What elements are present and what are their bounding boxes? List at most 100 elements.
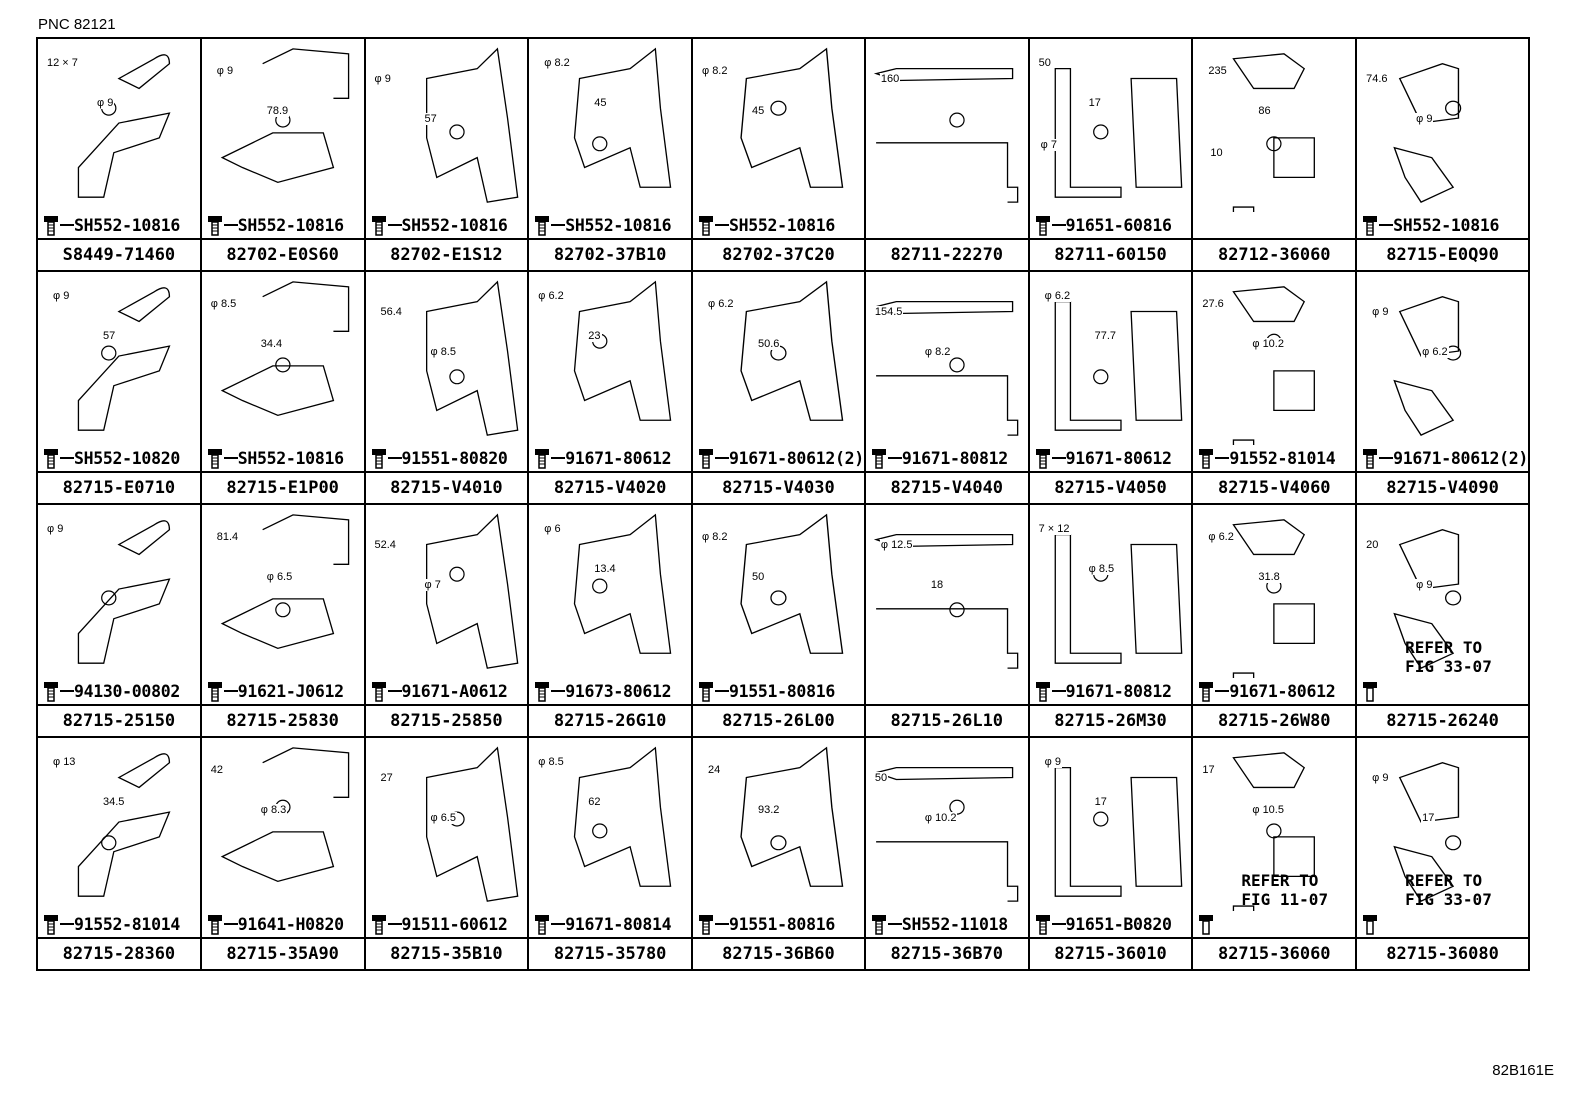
part-number[interactable]: 82715-V4020 [529, 471, 691, 503]
part-number[interactable]: 82715-25830 [201, 704, 364, 736]
part-number[interactable]: 82715-36080 [1357, 937, 1528, 969]
dimension-label: 34.4 [259, 338, 284, 350]
part-number[interactable]: 82715-36060 [1193, 937, 1356, 969]
part-number[interactable]: 82715-V4040 [865, 471, 1028, 503]
dimension-label: 42 [209, 764, 224, 776]
part-number[interactable]: 82711-22270 [865, 238, 1028, 270]
part-number[interactable]: 82715-25850 [365, 704, 528, 736]
fastener-number: 91671-A0612 [401, 681, 508, 701]
fastener-number: SH552-10816 [401, 215, 508, 235]
part-number[interactable]: 82715-26G10 [529, 704, 691, 736]
dimension-label: φ 7 [1039, 139, 1058, 151]
dimension-label: 160 [879, 73, 901, 85]
part-number[interactable]: 82702-E1S12 [365, 238, 528, 270]
dimension-label: φ 7 [423, 579, 442, 591]
part-number[interactable]: 82715-35780 [529, 937, 691, 969]
dimension-label: φ 8.2 [701, 65, 729, 77]
dimension-label: 20 [1365, 539, 1380, 551]
part-number[interactable]: 82715-25150 [38, 704, 200, 736]
part-number[interactable]: 82715-26W80 [1193, 704, 1356, 736]
fastener-row: 91552-81014 [1193, 445, 1355, 471]
part-cell[interactable]: 160 82711-22270 [865, 39, 1030, 272]
part-number[interactable]: 82715-V4030 [693, 471, 864, 503]
fastener-row [1193, 212, 1355, 238]
part-number[interactable]: 82715-26L10 [865, 704, 1028, 736]
fastener-number: 91671-80612(2) [1393, 448, 1528, 468]
bracket-drawing [220, 48, 349, 184]
part-number[interactable]: 82715-36B60 [693, 937, 864, 969]
dimension-label: φ 8.5 [429, 346, 457, 358]
part-number[interactable]: 82702-37C20 [693, 238, 864, 270]
part-number[interactable]: 82711-60150 [1029, 238, 1192, 270]
part-number[interactable]: 82715-35A90 [201, 937, 364, 969]
part-number[interactable]: 82715-35B10 [365, 937, 528, 969]
bolt-icon [1199, 682, 1214, 702]
part-number[interactable]: 82715-V4060 [1193, 471, 1356, 503]
part-number[interactable]: S8449-71460 [38, 238, 200, 270]
part-number[interactable]: 82715-28360 [38, 937, 200, 969]
part-number[interactable]: 82715-E0Q90 [1357, 238, 1528, 270]
dimension-label: 56.4 [379, 306, 403, 318]
part-number[interactable]: 82715-V4050 [1029, 471, 1192, 503]
fastener-number: 91671-80814 [565, 914, 672, 934]
part-number[interactable]: 82702-E0S60 [201, 238, 364, 270]
part-number[interactable]: 82715-26M30 [1029, 704, 1192, 736]
part-number[interactable]: 82712-36060 [1193, 238, 1356, 270]
fastener-number: 91551-80816 [729, 681, 835, 701]
part-number[interactable]: 82715-V4090 [1357, 471, 1528, 503]
dimension-label: 235 [1207, 65, 1228, 77]
part-number[interactable]: 82715-26240 [1357, 704, 1528, 736]
dimension-label: 34.5 [102, 796, 126, 808]
part-number[interactable]: 82702-37B10 [529, 238, 691, 270]
part-number[interactable]: 82715-V4010 [365, 471, 528, 503]
fastener-row: 91552-81014 [38, 911, 200, 937]
bolt-icon [1363, 449, 1378, 469]
part-number[interactable]: 82715-E1P00 [201, 471, 364, 503]
fastener-row: 91671-A0612 [366, 678, 528, 704]
fastener-number: SH552-10816 [74, 215, 180, 235]
part-number[interactable]: 82715-36B70 [865, 937, 1028, 969]
part-number[interactable]: 82715-E0710 [38, 471, 200, 503]
part-number[interactable]: 82715-36010 [1029, 937, 1192, 969]
part-number[interactable]: 82715-26L00 [693, 704, 864, 736]
